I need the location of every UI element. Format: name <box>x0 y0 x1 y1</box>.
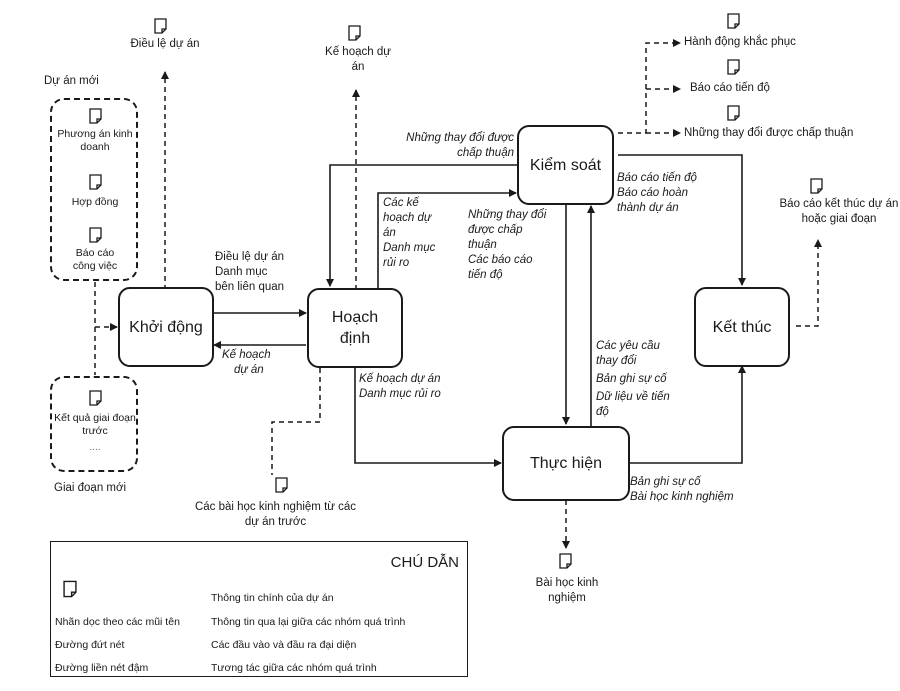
document-icon <box>727 105 740 121</box>
doc-label-corrective-action: Hành động khắc phục <box>684 36 796 48</box>
arrow-plan-to-exec <box>354 368 502 467</box>
document-icon <box>727 13 740 29</box>
group-item: Hợp đồng <box>71 196 119 208</box>
dashed-close-to-report <box>796 239 822 327</box>
doc-label-lessons-previous: Các bài học kinh nghiệm từ các dự án trư… <box>194 501 357 528</box>
legend-symbol: Đường đứt nét <box>55 639 125 651</box>
document-icon <box>727 59 740 75</box>
legend-title: CHÚ DẪN <box>390 554 459 571</box>
legend-meaning: Tương tác giữa các nhóm quá trình <box>211 662 377 674</box>
doc-label-project-plan: Kế hoạch dự án <box>325 46 391 73</box>
process-initiating[interactable]: Khởi động <box>118 287 214 367</box>
legend-symbol: Đường liền nét đậm <box>55 662 149 674</box>
group-new-phase: Kết quả giai đoạn trước .... <box>50 376 138 472</box>
doc-label-closure-report: Báo cáo kết thúc dự án hoặc giai đoạn <box>779 198 899 225</box>
document-icon <box>89 174 102 190</box>
doc-label-project-charter: Điều lệ dự án <box>130 38 200 50</box>
document-icon <box>559 553 572 569</box>
group-title-new-project: Dự án mới <box>44 75 99 87</box>
group-item-ellipsis: .... <box>89 442 101 453</box>
document-icon <box>89 227 102 243</box>
legend-symbol: Nhãn dọc theo các mũi tên <box>55 616 180 628</box>
arrow-exec-to-close <box>630 365 746 464</box>
legend-meaning: Thông tin chính của dự án <box>211 592 334 604</box>
group-new-project: Phương án kinh doanh Hợp đồng Báo cáo cô… <box>50 98 138 281</box>
document-icon <box>275 477 288 493</box>
document-icon <box>154 18 167 34</box>
arrow-control-to-plan <box>326 164 518 287</box>
process-planning[interactable]: Hoạch định <box>307 288 403 368</box>
document-icon <box>63 580 77 598</box>
arrow-control-to-close <box>618 154 746 286</box>
dashed-lessons-prev-to-plan <box>271 368 321 475</box>
process-controlling[interactable]: Kiểm soát <box>517 125 614 205</box>
doc-label-progress-report: Báo cáo tiến độ <box>690 82 770 94</box>
document-icon <box>89 108 102 124</box>
document-icon <box>810 178 823 194</box>
process-executing[interactable]: Thực hiện <box>502 426 630 501</box>
legend: CHÚ DẪN Thông tin chính của dự án Nhãn d… <box>50 541 468 677</box>
legend-meaning: Thông tin qua lại giữa các nhóm quá trìn… <box>211 616 406 628</box>
doc-label-lessons-learned: Bài học kinh nghiệm <box>535 577 599 604</box>
process-closing[interactable]: Kết thúc <box>694 287 790 367</box>
dashed-control-outputs <box>618 39 681 134</box>
arrow-plan-to-control <box>377 189 517 290</box>
group-title-new-phase: Giai đoạn mới <box>54 482 127 494</box>
legend-meaning: Các đầu vào và đầu ra đại diện <box>211 639 357 651</box>
document-icon <box>89 390 102 406</box>
group-item: Phương án kinh doanh <box>57 128 133 153</box>
doc-label-approved-changes: Những thay đổi được chấp thuận <box>684 127 854 139</box>
group-item: Kết quả giai đoạn trước <box>54 412 136 437</box>
group-item: Báo cáo công việc <box>72 247 118 272</box>
document-icon <box>348 25 361 41</box>
